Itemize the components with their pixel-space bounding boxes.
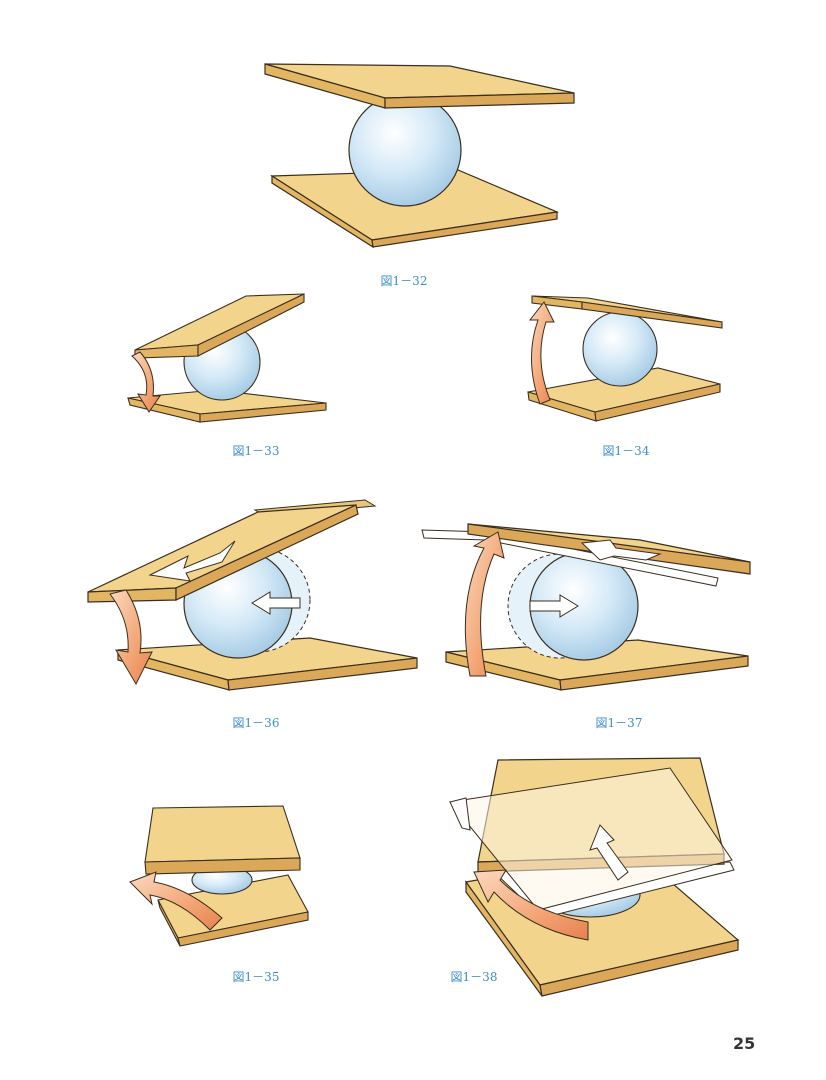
straight-arrow-icon [251, 591, 301, 615]
figure-1-36 [87, 499, 418, 691]
caption-figure-1-34: 図1－34 [602, 444, 650, 458]
figure-1-32 [264, 63, 575, 249]
caption-figure-1-35: 図1－35 [232, 970, 280, 984]
figure-1-38 [449, 757, 740, 997]
straight-arrow-icon [529, 594, 579, 618]
page-number: 25 [733, 1034, 756, 1053]
sphere [348, 93, 462, 207]
caption-figure-1-32: 図1－32 [380, 274, 428, 288]
figure-1-33 [127, 293, 327, 423]
top-board [264, 63, 575, 109]
figure-1-34 [527, 295, 723, 422]
curved-arrow-icon [109, 589, 153, 686]
straight-arrow-icon [589, 824, 629, 881]
figure-1-35 [129, 805, 309, 947]
curved-arrow-icon [473, 869, 589, 941]
caption-figure-1-36: 図1－36 [232, 716, 280, 730]
caption-figure-1-38: 図1－38 [450, 970, 498, 984]
curved-arrow-icon [129, 871, 223, 931]
curved-arrow-icon [528, 301, 555, 405]
figure-1-37 [421, 523, 751, 691]
curved-arrow-icon [464, 531, 505, 677]
straight-arrow-icon [580, 539, 662, 561]
straight-arrow-icon [148, 540, 236, 582]
curved-arrow-icon [131, 351, 161, 413]
caption-figure-1-33: 図1－33 [232, 444, 280, 458]
caption-figure-1-37: 図1－37 [595, 716, 643, 730]
